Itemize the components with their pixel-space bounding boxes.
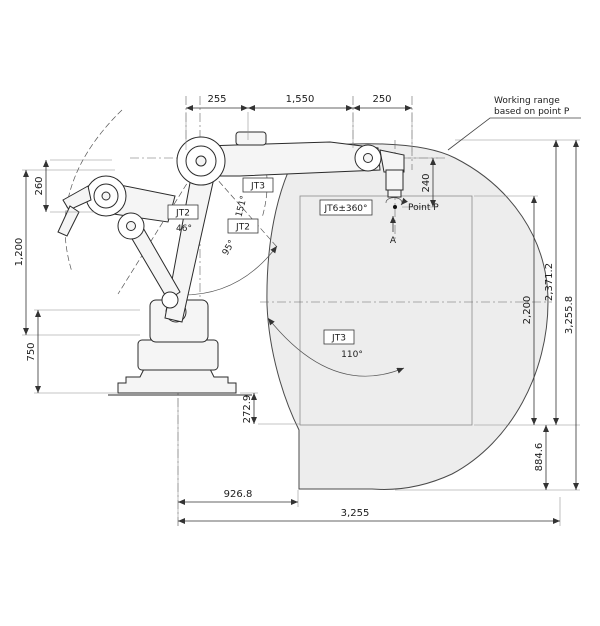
dim-label-884: 884.6 (534, 443, 545, 472)
dim-top-255: 255 (186, 94, 248, 111)
robot-pedestal (137, 339, 219, 371)
robot-arm-drawing (57, 131, 405, 396)
jt2-outer-angle: 46° (176, 224, 192, 234)
robot-wrist-bracket (385, 169, 404, 191)
point-p-label: Point P (408, 203, 439, 213)
dim-right-2200: 2,200 (522, 196, 537, 425)
robot-shoulder-joint-hub (195, 155, 207, 167)
dim-top-250: 250 (353, 94, 412, 111)
jt3-lower-label: JT3 (331, 334, 346, 344)
dim-label-2200: 2,200 (522, 296, 533, 325)
dim-bottom-926: 926.8 (178, 489, 298, 505)
label-jt3-lower: JT3 110° (323, 329, 363, 360)
dim-right-3255-8: 3,255.8 (564, 140, 579, 490)
dim-label-750: 750 (26, 342, 37, 361)
working-envelope-shape (266, 143, 549, 490)
envelope-inner-rect (299, 195, 473, 426)
robot-boom (204, 141, 381, 177)
robot-folded-wrist-cluster (57, 175, 176, 240)
dim-label-2371: 2,371.2 (544, 263, 555, 301)
jt2-outer-label: JT2 (175, 209, 190, 219)
label-jt2-outer: JT2 46° (167, 204, 199, 234)
dim-label-260: 260 (34, 176, 45, 195)
label-jt2-inner: JT2 95° (221, 218, 259, 258)
dim-label-3255: 3,255 (341, 508, 370, 519)
dim-bottom-3255: 3,255 (178, 508, 560, 524)
dim-left-750: 750 (26, 310, 41, 393)
point-p-marker (393, 205, 397, 209)
label-jt3-upper: JT3 151° (234, 177, 274, 219)
jt2-inner-angle: 95° (221, 239, 238, 258)
section-a-label: A (390, 236, 397, 246)
dim-right-240: 240 (421, 158, 436, 207)
robot-link-joint (161, 291, 179, 309)
dim-label-250: 250 (372, 94, 391, 105)
jt3-upper-label: JT3 (250, 182, 265, 192)
robot-wrist (379, 149, 405, 173)
working-range-callout: Working range based on point P (447, 96, 581, 151)
jt6-label: JT6±360° (323, 204, 367, 214)
dim-label-255: 255 (207, 94, 226, 105)
jt2-inner-label: JT2 (235, 223, 250, 233)
point-p-annotation: Point P A (385, 197, 439, 246)
dim-label-240: 240 (421, 173, 432, 192)
robot-tool-flange (387, 189, 402, 198)
dim-label-1200: 1,200 (14, 238, 25, 267)
robot-boom-motor (235, 131, 267, 146)
dim-right-2371: 2,371.2 (544, 140, 559, 425)
dim-label-272: 272.9 (242, 395, 253, 424)
label-jt6: JT6±360° (319, 199, 373, 216)
dim-left-260: 260 (34, 160, 49, 212)
dim-label-3255-8: 3,255.8 (564, 296, 575, 334)
dim-left-1200: 1,200 (14, 170, 29, 335)
robot-elbow-hub (363, 153, 373, 163)
dim-top-1550: 1,550 (248, 94, 353, 111)
dim-label-1550: 1,550 (286, 94, 315, 105)
jt6-rotation-arrow (385, 197, 408, 206)
dim-mid-272: 272.9 (242, 393, 257, 424)
jt3-lower-angle: 110° (341, 350, 363, 360)
jt3-upper-angle: 151° (234, 195, 249, 219)
extension-lines (22, 112, 580, 526)
working-range-line1: Working range (494, 96, 560, 106)
robot-base-plate (117, 368, 237, 394)
dim-label-926: 926.8 (224, 489, 253, 500)
dim-right-884: 884.6 (534, 425, 549, 490)
working-range-line2: based on point P (494, 107, 570, 117)
working-range-leader-line (447, 117, 581, 151)
working-envelope (266, 143, 549, 490)
